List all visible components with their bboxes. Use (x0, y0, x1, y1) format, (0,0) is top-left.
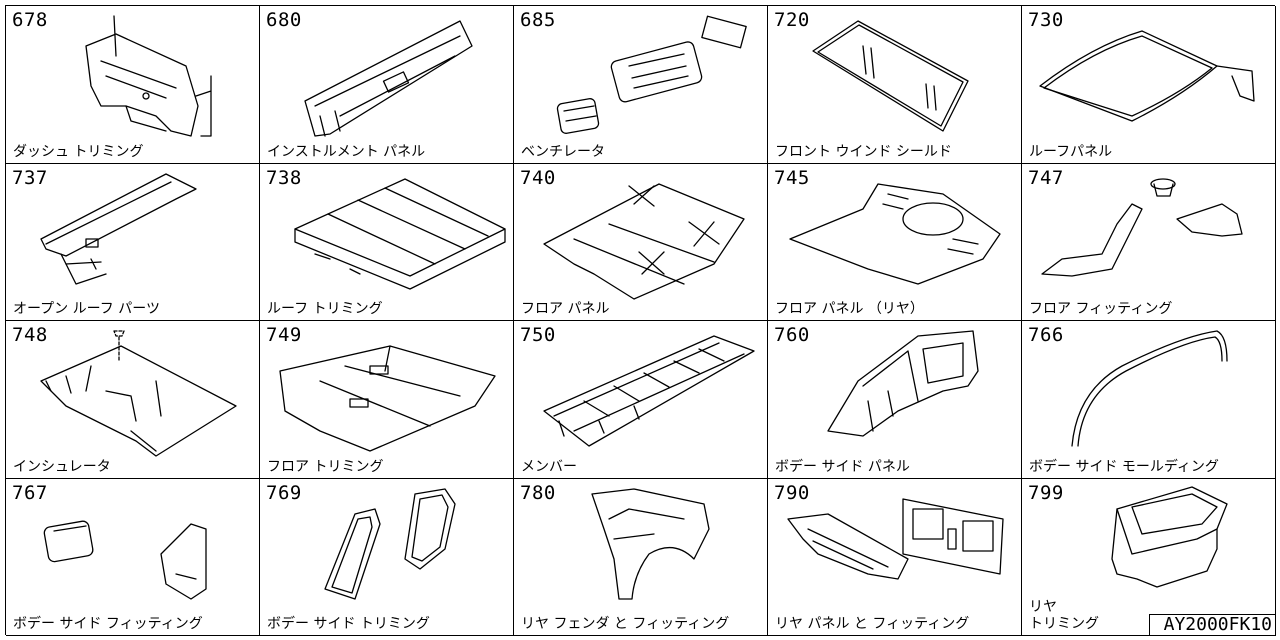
part-label: リヤ パネル と フィッティング (775, 616, 970, 632)
ventilator-illustration (556, 15, 747, 134)
part-cell-769[interactable]: 769 ボデー サイド トリミング (260, 478, 514, 636)
part-number: 747 (1028, 166, 1064, 189)
part-number: 680 (266, 9, 302, 31)
part-cell-750[interactable]: 750 メンバー (514, 321, 768, 479)
part-cell-745[interactable]: 745 フロア パネル （リヤ） (768, 163, 1022, 321)
part-cell-740[interactable]: 740 フロア パネル (514, 163, 768, 321)
part-label: リヤ フェンダ と フィッティング (521, 616, 730, 632)
roof-trimming-illustration (294, 177, 506, 290)
body-side-trimming-illustration (324, 487, 456, 600)
member-frame-illustration (543, 335, 755, 447)
rear-floor-panel-illustration (789, 182, 1001, 285)
part-cell-720[interactable]: 720 フロント ウインド シールド (768, 6, 1022, 164)
part-number: 730 (1028, 9, 1064, 31)
rear-panel-illustration (787, 497, 1004, 580)
part-label: ルーフ トリミング (267, 301, 383, 317)
part-label: フロント ウインド シールド (775, 143, 952, 160)
part-cell-685[interactable]: 685 ベンチレータ (514, 6, 768, 164)
part-label: ダッシュ トリミング (13, 143, 144, 160)
part-number: 769 (266, 481, 302, 504)
part-number: 748 (12, 324, 48, 346)
rear-trimming-illustration (1111, 485, 1228, 588)
part-number: 678 (12, 9, 48, 31)
part-cell-799[interactable]: 799 リヤ トリミング (1022, 478, 1276, 636)
part-cell-748[interactable]: 748 インシュレータ (6, 321, 260, 479)
part-number: 799 (1028, 481, 1064, 504)
part-number: 745 (774, 166, 810, 189)
part-label: ボデー サイド モールディング (1029, 458, 1219, 475)
part-cell-730[interactable]: 730 ルーフパネル (1022, 6, 1276, 164)
part-cell-766[interactable]: 766 ボデー サイド モールディング (1022, 321, 1276, 479)
body-side-panel-illustration (827, 330, 979, 437)
part-cell-680[interactable]: 680 インストルメント パネル (260, 6, 514, 164)
part-label: ベンチレータ (521, 143, 605, 160)
part-cell-738[interactable]: 738 ルーフ トリミング (260, 163, 514, 321)
instrument-panel-illustration (304, 20, 473, 137)
part-label: メンバー (521, 458, 577, 475)
body-side-fitting-illustration (43, 520, 207, 600)
part-number: 790 (774, 481, 810, 504)
part-label: ルーフパネル (1029, 143, 1113, 160)
part-number: 737 (12, 166, 48, 189)
part-number: 738 (266, 166, 302, 189)
dash-trimming-illustration (85, 15, 212, 137)
part-label: フロア パネル （リヤ） (775, 301, 924, 317)
insulator-illustration (40, 330, 237, 457)
part-label: インシュレータ (13, 458, 111, 475)
part-number: 766 (1028, 324, 1064, 346)
parts-catalog-grid: 678 ダッシュ トリミング 680 インストルメント パネル 685 ベンチ (5, 5, 1276, 636)
part-cell-678[interactable]: 678 ダッシュ トリミング (6, 6, 260, 164)
front-windshield-illustration (812, 20, 969, 132)
part-number: 750 (520, 324, 556, 346)
floor-fitting-illustration (1041, 177, 1243, 277)
part-label: ボデー サイド トリミング (267, 616, 430, 632)
part-label: ボデー サイド フィッティング (13, 616, 203, 632)
open-roof-parts-illustration (40, 172, 197, 285)
part-label: フロア フィッティング (1029, 301, 1173, 317)
part-cell-767[interactable]: 767 ボデー サイド フィッティング (6, 478, 260, 636)
part-number: 767 (12, 481, 48, 504)
body-side-molding-illustration (1071, 330, 1228, 447)
catalog-code: AY2000FK10 (1148, 614, 1275, 635)
part-number: 760 (774, 324, 810, 346)
part-label: インストルメント パネル (267, 143, 426, 160)
part-number: 780 (520, 481, 556, 504)
floor-panel-illustration (543, 182, 745, 300)
rear-fender-illustration (591, 487, 710, 600)
part-label: オープン ルーフ パーツ (13, 301, 160, 317)
part-label: フロア トリミング (267, 458, 384, 475)
part-cell-747[interactable]: 747 フロア フィッティング (1022, 163, 1276, 321)
roof-panel-illustration (1039, 30, 1255, 122)
part-cell-760[interactable]: 760 ボデー サイド パネル (768, 321, 1022, 479)
part-cell-790[interactable]: 790 リヤ パネル と フィッティング (768, 478, 1022, 636)
part-cell-749[interactable]: 749 フロア トリミング (260, 321, 514, 479)
floor-trimming-illustration (279, 345, 496, 452)
part-number: 749 (266, 324, 302, 346)
part-number: 740 (520, 166, 556, 189)
part-number: 720 (774, 9, 810, 31)
part-cell-780[interactable]: 780 リヤ フェンダ と フィッティング (514, 478, 768, 636)
part-number: 685 (520, 9, 556, 31)
part-cell-737[interactable]: 737 オープン ルーフ パーツ (6, 163, 260, 321)
part-label: リヤ トリミング (1029, 599, 1099, 632)
part-label: ボデー サイド パネル (775, 458, 910, 475)
part-label: フロア パネル (521, 301, 610, 317)
